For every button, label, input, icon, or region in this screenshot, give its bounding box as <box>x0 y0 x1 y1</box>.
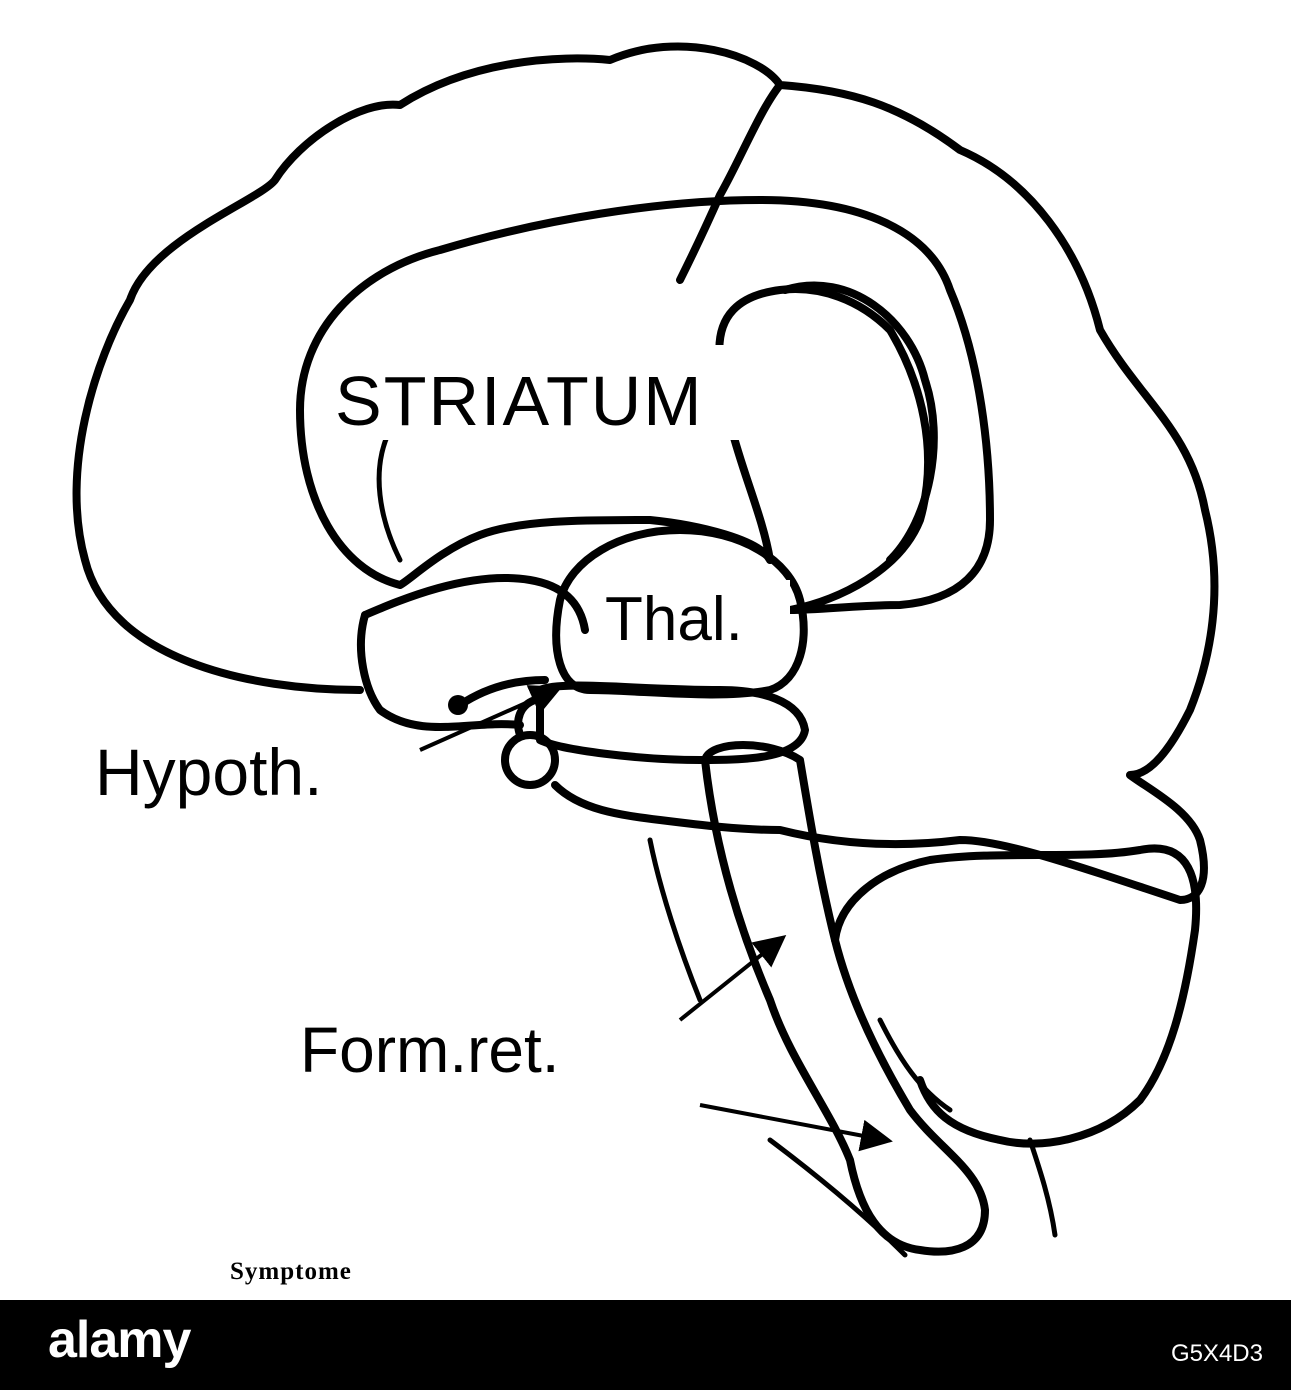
medulla-front-line <box>767 1137 908 1258</box>
brand-logo: alamy <box>48 1311 191 1369</box>
spinal-cord-line <box>1027 1137 1058 1238</box>
caudate-tail <box>781 281 938 564</box>
brain-diagram: STRIATUM Thal. Hypoth. Form.ret. <box>72 42 1219 1258</box>
image-reference: G5X4D3 <box>1170 1340 1263 1367</box>
ventricle-line <box>376 427 403 563</box>
striatum-label: STRIATUM <box>335 362 704 440</box>
hypothalamus-region <box>536 681 809 764</box>
pathway-start-dot <box>448 695 468 715</box>
pons-front-line <box>647 837 703 1003</box>
cerebellum-fold <box>877 1017 953 1113</box>
formatio-arrow-upper <box>678 935 787 1022</box>
thalamus-label: Thal. <box>605 585 743 654</box>
watermark-footer: alamy G5X4D3 <box>0 1300 1291 1390</box>
central-sulcus <box>676 81 784 284</box>
formatio-label: Form.ret. <box>300 1014 560 1086</box>
cerebrum-outline <box>72 42 1219 904</box>
temporal-lobe-line <box>356 611 524 731</box>
hypothalamus-label: Hypoth. <box>95 735 322 809</box>
formatio-arrow-lower <box>699 1103 893 1152</box>
hypothalamus-arrow <box>419 685 563 752</box>
frontal-lobe-line <box>361 574 589 634</box>
pituitary-bulb <box>501 731 559 789</box>
thalamus-label-box <box>605 580 790 650</box>
figure-caption: Symptome <box>230 1258 352 1285</box>
striatum-label-box <box>330 345 830 440</box>
cerebellum-outline <box>831 844 1201 1148</box>
brainstem-region <box>701 741 989 1256</box>
hypothalamus-pathway <box>456 676 549 709</box>
